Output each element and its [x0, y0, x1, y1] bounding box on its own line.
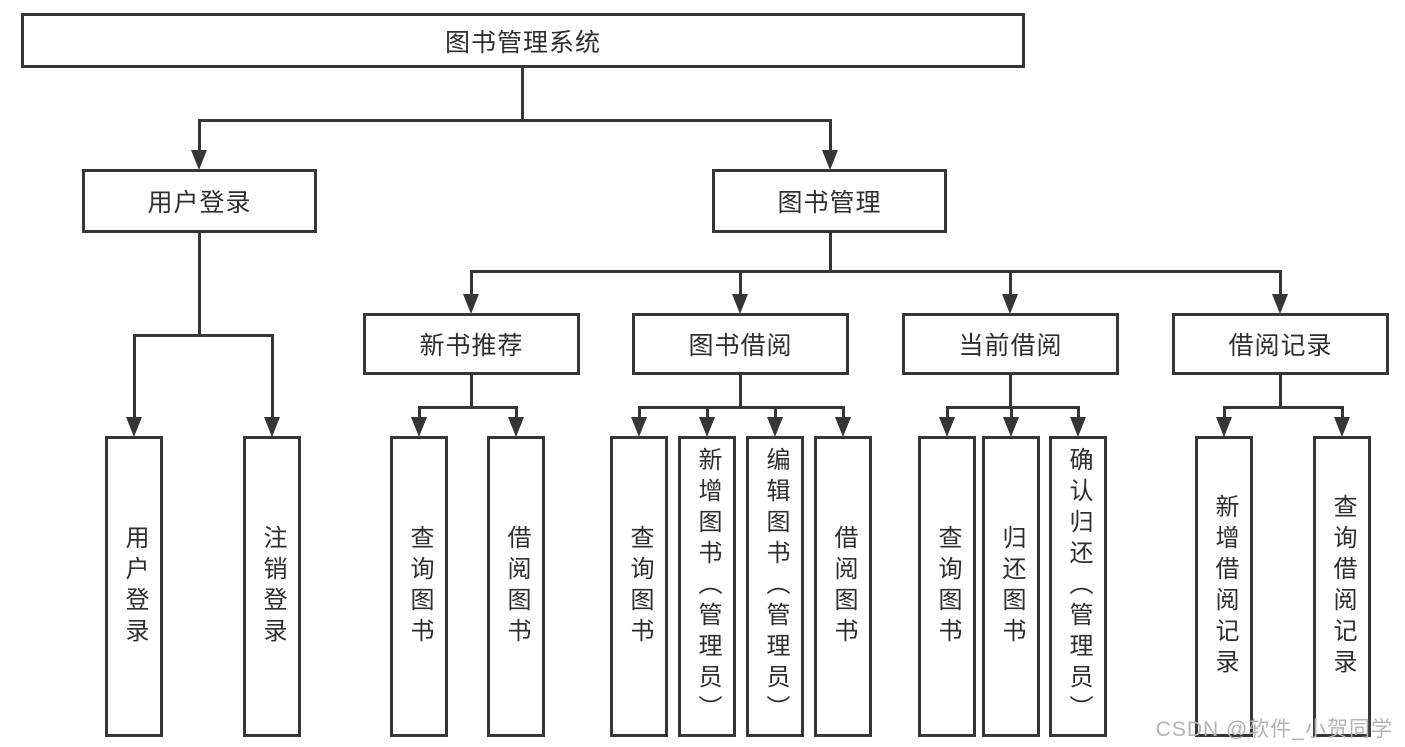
- arrowhead-down-icon: [1002, 294, 1018, 314]
- connector-line: [829, 119, 832, 153]
- arrowhead-down-icon: [822, 150, 838, 170]
- connector-line: [418, 406, 421, 420]
- connector-line: [198, 233, 201, 337]
- connector-line: [470, 270, 1282, 273]
- connector-line: [470, 270, 473, 298]
- connector-line: [198, 119, 201, 153]
- connector-line: [774, 406, 777, 420]
- connector-line: [1341, 406, 1344, 420]
- leaf-query-borrow-record-label: 查询借阅记录: [1329, 493, 1356, 680]
- node-new-book-recommend-label: 新书推荐: [419, 332, 524, 360]
- arrowhead-down-icon: [939, 417, 955, 437]
- leaf-logout-label: 注销登录: [259, 524, 286, 649]
- arrowhead-down-icon: [508, 417, 524, 437]
- connector-line: [829, 233, 832, 273]
- connector-line: [1077, 406, 1080, 420]
- arrowhead-down-icon: [835, 417, 851, 437]
- leaf-query-books-2-label: 查询图书: [626, 524, 653, 649]
- node-borrowing-records: 借阅记录: [1172, 313, 1389, 375]
- leaf-return-book-label: 归还图书: [998, 524, 1025, 649]
- leaf-add-book-admin: 新增图书（管理员）: [678, 436, 736, 737]
- connector-line: [133, 334, 136, 420]
- leaf-borrow-books-1: 借阅图书: [487, 436, 545, 737]
- leaf-return-book: 归还图书: [982, 436, 1040, 737]
- node-borrowing-records-label: 借阅记录: [1228, 332, 1333, 360]
- arrowhead-down-icon: [463, 294, 479, 314]
- arrowhead-down-icon: [1070, 417, 1086, 437]
- connector-line: [1279, 270, 1282, 298]
- node-book-management-label: 图书管理: [777, 189, 882, 217]
- connector-line: [198, 119, 832, 122]
- leaf-query-books-1: 查询图书: [390, 436, 448, 737]
- connector-line: [842, 406, 845, 420]
- leaf-query-books-1-label: 查询图书: [406, 524, 433, 649]
- leaf-add-borrow-record: 新增借阅记录: [1195, 436, 1253, 737]
- connector-line: [418, 406, 518, 409]
- connector-line: [739, 375, 742, 409]
- arrowhead-down-icon: [264, 417, 280, 437]
- leaf-query-borrow-record: 查询借阅记录: [1313, 436, 1371, 737]
- leaf-add-book-admin-label: 新增图书（管理员）: [694, 447, 721, 726]
- leaf-borrow-books-2: 借阅图书: [814, 436, 872, 737]
- node-current-borrowing: 当前借阅: [902, 313, 1119, 375]
- connector-line: [470, 375, 473, 409]
- leaf-query-books-3: 查询图书: [918, 436, 976, 737]
- arrowhead-down-icon: [1272, 294, 1288, 314]
- leaf-confirm-return-admin: 确认归还（管理员）: [1049, 436, 1107, 737]
- node-user-login: 用户登录: [82, 169, 317, 233]
- arrowhead-down-icon: [699, 417, 715, 437]
- node-book-management: 图书管理: [712, 169, 947, 233]
- arrowhead-down-icon: [631, 417, 647, 437]
- arrowhead-down-icon: [732, 294, 748, 314]
- connector-line: [271, 334, 274, 420]
- connector-line: [638, 406, 641, 420]
- leaf-user-login-label: 用户登录: [121, 524, 148, 649]
- leaf-borrow-books-1-label: 借阅图书: [503, 524, 530, 649]
- arrowhead-down-icon: [191, 150, 207, 170]
- connector-line: [1279, 375, 1282, 409]
- node-new-book-recommend: 新书推荐: [363, 313, 580, 375]
- connector-line: [1223, 406, 1226, 420]
- leaf-edit-book-admin-label: 编辑图书（管理员）: [762, 447, 789, 726]
- connector-line: [706, 406, 709, 420]
- node-current-borrowing-label: 当前借阅: [958, 332, 1063, 360]
- watermark: CSDN @软件_小贺同学: [1155, 718, 1393, 741]
- leaf-confirm-return-admin-label: 确认归还（管理员）: [1065, 447, 1092, 726]
- connector-line: [946, 406, 949, 420]
- connector-line: [521, 68, 524, 122]
- leaf-logout: 注销登录: [243, 436, 301, 737]
- connector-line: [1223, 406, 1344, 409]
- arrowhead-down-icon: [767, 417, 783, 437]
- connector-line: [1009, 270, 1012, 298]
- node-library-system: 图书管理系统: [21, 13, 1025, 68]
- arrowhead-down-icon: [1216, 417, 1232, 437]
- node-book-borrowing: 图书借阅: [632, 313, 849, 375]
- arrowhead-down-icon: [411, 417, 427, 437]
- node-book-borrowing-label: 图书借阅: [688, 332, 793, 360]
- leaf-borrow-books-2-label: 借阅图书: [830, 524, 857, 649]
- node-library-system-label: 图书管理系统: [444, 28, 601, 57]
- connector-line: [638, 406, 845, 409]
- node-user-login-label: 用户登录: [147, 189, 252, 217]
- connector-line: [739, 270, 742, 298]
- connector-line: [1009, 375, 1012, 409]
- leaf-query-books-2: 查询图书: [610, 436, 668, 737]
- arrowhead-down-icon: [1003, 417, 1019, 437]
- connector-line: [133, 334, 274, 337]
- connector-line: [515, 406, 518, 420]
- leaf-user-login: 用户登录: [105, 436, 163, 737]
- connector-line: [1010, 406, 1013, 420]
- arrowhead-down-icon: [126, 417, 142, 437]
- arrowhead-down-icon: [1334, 417, 1350, 437]
- leaf-add-borrow-record-label: 新增借阅记录: [1211, 493, 1238, 680]
- leaf-query-books-3-label: 查询图书: [934, 524, 961, 649]
- leaf-edit-book-admin: 编辑图书（管理员）: [746, 436, 804, 737]
